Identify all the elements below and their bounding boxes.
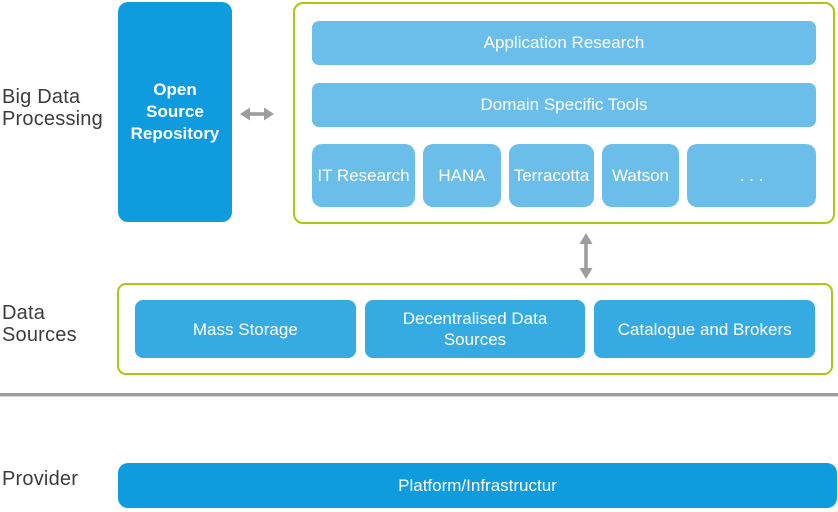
application-research-text: Application Research bbox=[483, 33, 645, 52]
decentralised-data-sources-box: Decentralised Data Sources bbox=[364, 300, 586, 358]
watson-text: Watson bbox=[611, 165, 669, 185]
open-source-repository-text: Open Source Repository bbox=[130, 80, 220, 143]
data-sources-container: Mass Storage Decentralised Data Sources … bbox=[117, 283, 833, 375]
platform-infrastructure-box: Platform/Infrastructur bbox=[118, 463, 837, 508]
watson-box: Watson bbox=[602, 144, 679, 207]
ellipsis-text: . . . bbox=[739, 165, 764, 185]
tools-row: IT Research HANA Terracotta Watson . . . bbox=[312, 144, 816, 207]
application-research-box: Application Research bbox=[312, 21, 816, 65]
big-data-processing-label: Big Data Processing bbox=[2, 86, 103, 130]
it-research-text: IT Research bbox=[317, 165, 410, 185]
decentralised-data-sources-text: Decentralised Data Sources bbox=[402, 309, 548, 349]
ellipsis-box: . . . bbox=[687, 144, 816, 207]
horizontal-double-arrow-icon bbox=[240, 107, 274, 121]
open-source-repository-box: Open Source Repository bbox=[118, 2, 232, 222]
domain-specific-tools-box: Domain Specific Tools bbox=[312, 83, 816, 127]
provider-label: Provider bbox=[2, 468, 79, 490]
mass-storage-box: Mass Storage bbox=[135, 300, 356, 358]
platform-infrastructure-text: Platform/Infrastructur bbox=[398, 475, 557, 495]
provider-divider-line bbox=[0, 393, 838, 397]
vertical-double-arrow-icon bbox=[579, 233, 593, 279]
hana-text: HANA bbox=[438, 165, 486, 185]
data-sources-label: Data Sources bbox=[2, 302, 77, 346]
domain-specific-tools-text: Domain Specific Tools bbox=[480, 95, 648, 114]
it-research-box: IT Research bbox=[312, 144, 415, 207]
hana-box: HANA bbox=[423, 144, 501, 207]
catalogue-and-brokers-text: Catalogue and Brokers bbox=[617, 319, 792, 339]
big-data-processing-container: Application Research Domain Specific Too… bbox=[293, 2, 835, 224]
mass-storage-text: Mass Storage bbox=[192, 319, 298, 339]
terracotta-box: Terracotta bbox=[509, 144, 594, 207]
catalogue-and-brokers-box: Catalogue and Brokers bbox=[594, 300, 816, 358]
terracotta-text: Terracotta bbox=[513, 165, 590, 185]
